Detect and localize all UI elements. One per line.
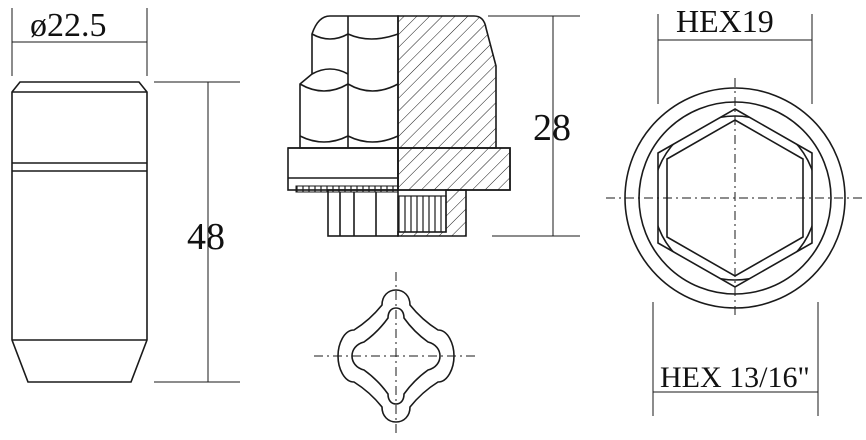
diameter-label: ø22.5 bbox=[30, 7, 107, 44]
flange-exterior bbox=[287, 147, 399, 191]
shank-hatched-section bbox=[397, 189, 467, 237]
internal-thread-section bbox=[397, 195, 447, 233]
hex-inner-dimension: HEX 13/16" bbox=[652, 302, 819, 416]
end-view bbox=[606, 78, 864, 318]
side-view-body-outline bbox=[11, 81, 148, 383]
shank-exterior bbox=[327, 189, 399, 237]
length-label: 48 bbox=[187, 216, 225, 258]
key-pattern-view bbox=[314, 272, 478, 436]
length-dimension: 48 bbox=[154, 81, 240, 383]
section-hatched-body bbox=[397, 15, 497, 149]
section-view bbox=[287, 15, 511, 237]
hex19-dimension: HEX19 bbox=[657, 3, 813, 104]
hex19-label: HEX19 bbox=[676, 3, 774, 39]
height-dimension: 28 bbox=[488, 15, 580, 237]
hex-exterior-outline bbox=[299, 15, 399, 149]
diameter-dimension: ø22.5 bbox=[11, 7, 148, 76]
hex-upper-face-arc bbox=[311, 33, 399, 40]
height-label: 28 bbox=[533, 107, 571, 149]
hex-lower-face-arc bbox=[299, 135, 399, 143]
side-view bbox=[11, 81, 148, 383]
flange-hatched-section bbox=[397, 147, 511, 191]
key-pattern-inner bbox=[351, 307, 441, 405]
hex-middle-face-arc bbox=[299, 83, 399, 92]
key-pattern-outer bbox=[337, 289, 455, 423]
flange-knurl bbox=[295, 185, 399, 193]
hex-crown-arc bbox=[311, 68, 349, 75]
hex-inner-label: HEX 13/16" bbox=[660, 361, 810, 394]
